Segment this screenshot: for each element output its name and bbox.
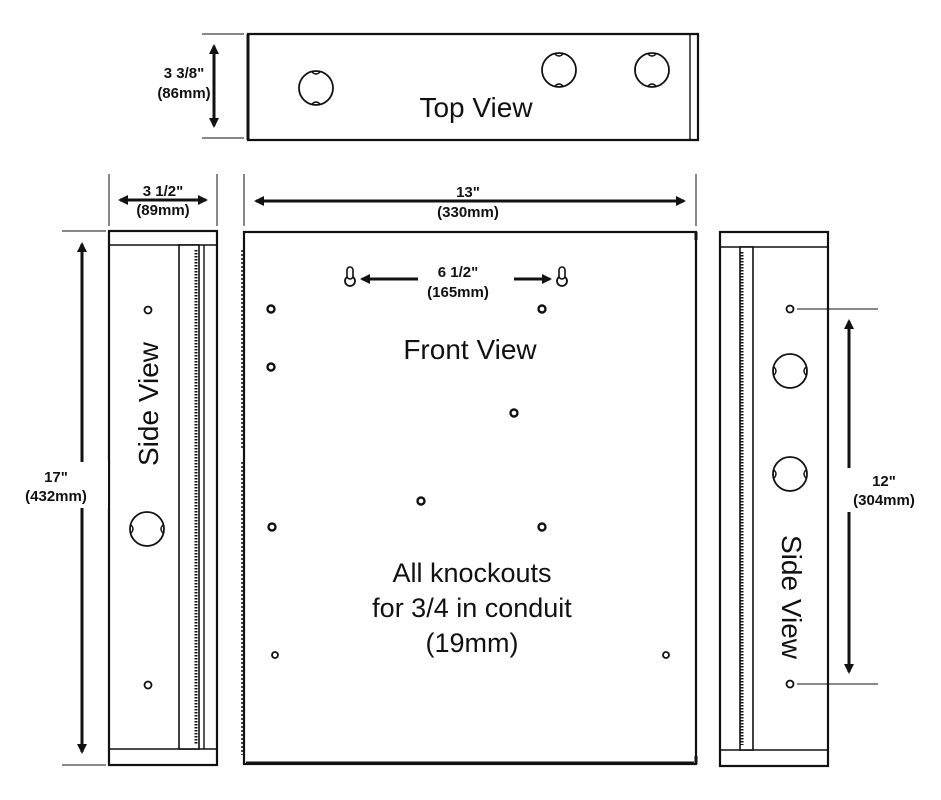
keyhole-left [344,266,356,287]
left-side-label: Side View [133,341,164,466]
knockout-note-line-3: (19mm) [426,628,519,658]
top-height-metric: (86mm) [157,85,210,102]
spacing-metric: (304mm) [853,492,915,509]
right-side-label: Side View [776,535,807,660]
keyhole-right [556,266,568,287]
mount-hole [271,651,279,659]
stud [266,304,276,314]
stud [416,496,426,506]
width-metric: (330mm) [437,204,499,221]
right-knockout [772,456,808,492]
right-knockout [772,353,808,389]
keyhole-dimension: 6 1/2" (165mm) [360,264,552,302]
right-side-outline [718,230,830,768]
height-metric: (432mm) [25,488,87,505]
front-studs [266,304,670,659]
left-mount-hole [143,305,153,315]
keyhole-metric: (165mm) [427,284,489,301]
front-view: 6 1/2" (165mm) Front View All knockouts … [241,230,698,766]
stud [509,408,519,418]
left-side-outline [107,229,219,767]
height-imperial: 17" [44,469,68,486]
right-mount-hole [785,679,795,689]
top-view-label: Top View [419,92,533,123]
left-depth-metric: (89mm) [136,202,189,219]
front-view-label: Front View [403,334,537,365]
left-depth-imperial: 3 1/2" [143,183,183,200]
front-width-dimension: 13" (330mm) [243,174,697,226]
knockout-note-line-1: All knockouts [392,558,551,588]
right-side-view: Side View [718,230,830,768]
left-mount-hole [143,680,153,690]
left-knockout [129,511,165,547]
top-knockout [634,52,670,88]
left-depth-dimension: 3 1/2" (89mm) [108,174,218,226]
width-imperial: 13" [456,184,480,201]
stud [267,522,277,532]
top-knockout [298,70,334,106]
spacing-imperial: 12" [872,473,896,490]
top-height-dimension: 3 3/8" (86mm) [157,33,244,139]
right-spacing-dimension: 12" (304mm) [797,308,936,685]
front-view-outline [242,230,698,766]
knockout-note-line-2: for 3/4 in conduit [372,593,572,623]
stud [537,522,547,532]
top-knockout [541,52,577,88]
top-view: Top View [246,32,700,142]
left-side-view: Side View [107,229,219,767]
stud [537,304,547,314]
mount-hole [662,651,670,659]
stud [266,362,276,372]
overall-height-dimension: 17" (432mm) [8,230,108,766]
left-side-flange [178,244,200,750]
keyhole-imperial: 6 1/2" [438,264,478,281]
right-mount-hole [785,304,795,314]
top-height-imperial: 3 3/8" [164,65,204,82]
